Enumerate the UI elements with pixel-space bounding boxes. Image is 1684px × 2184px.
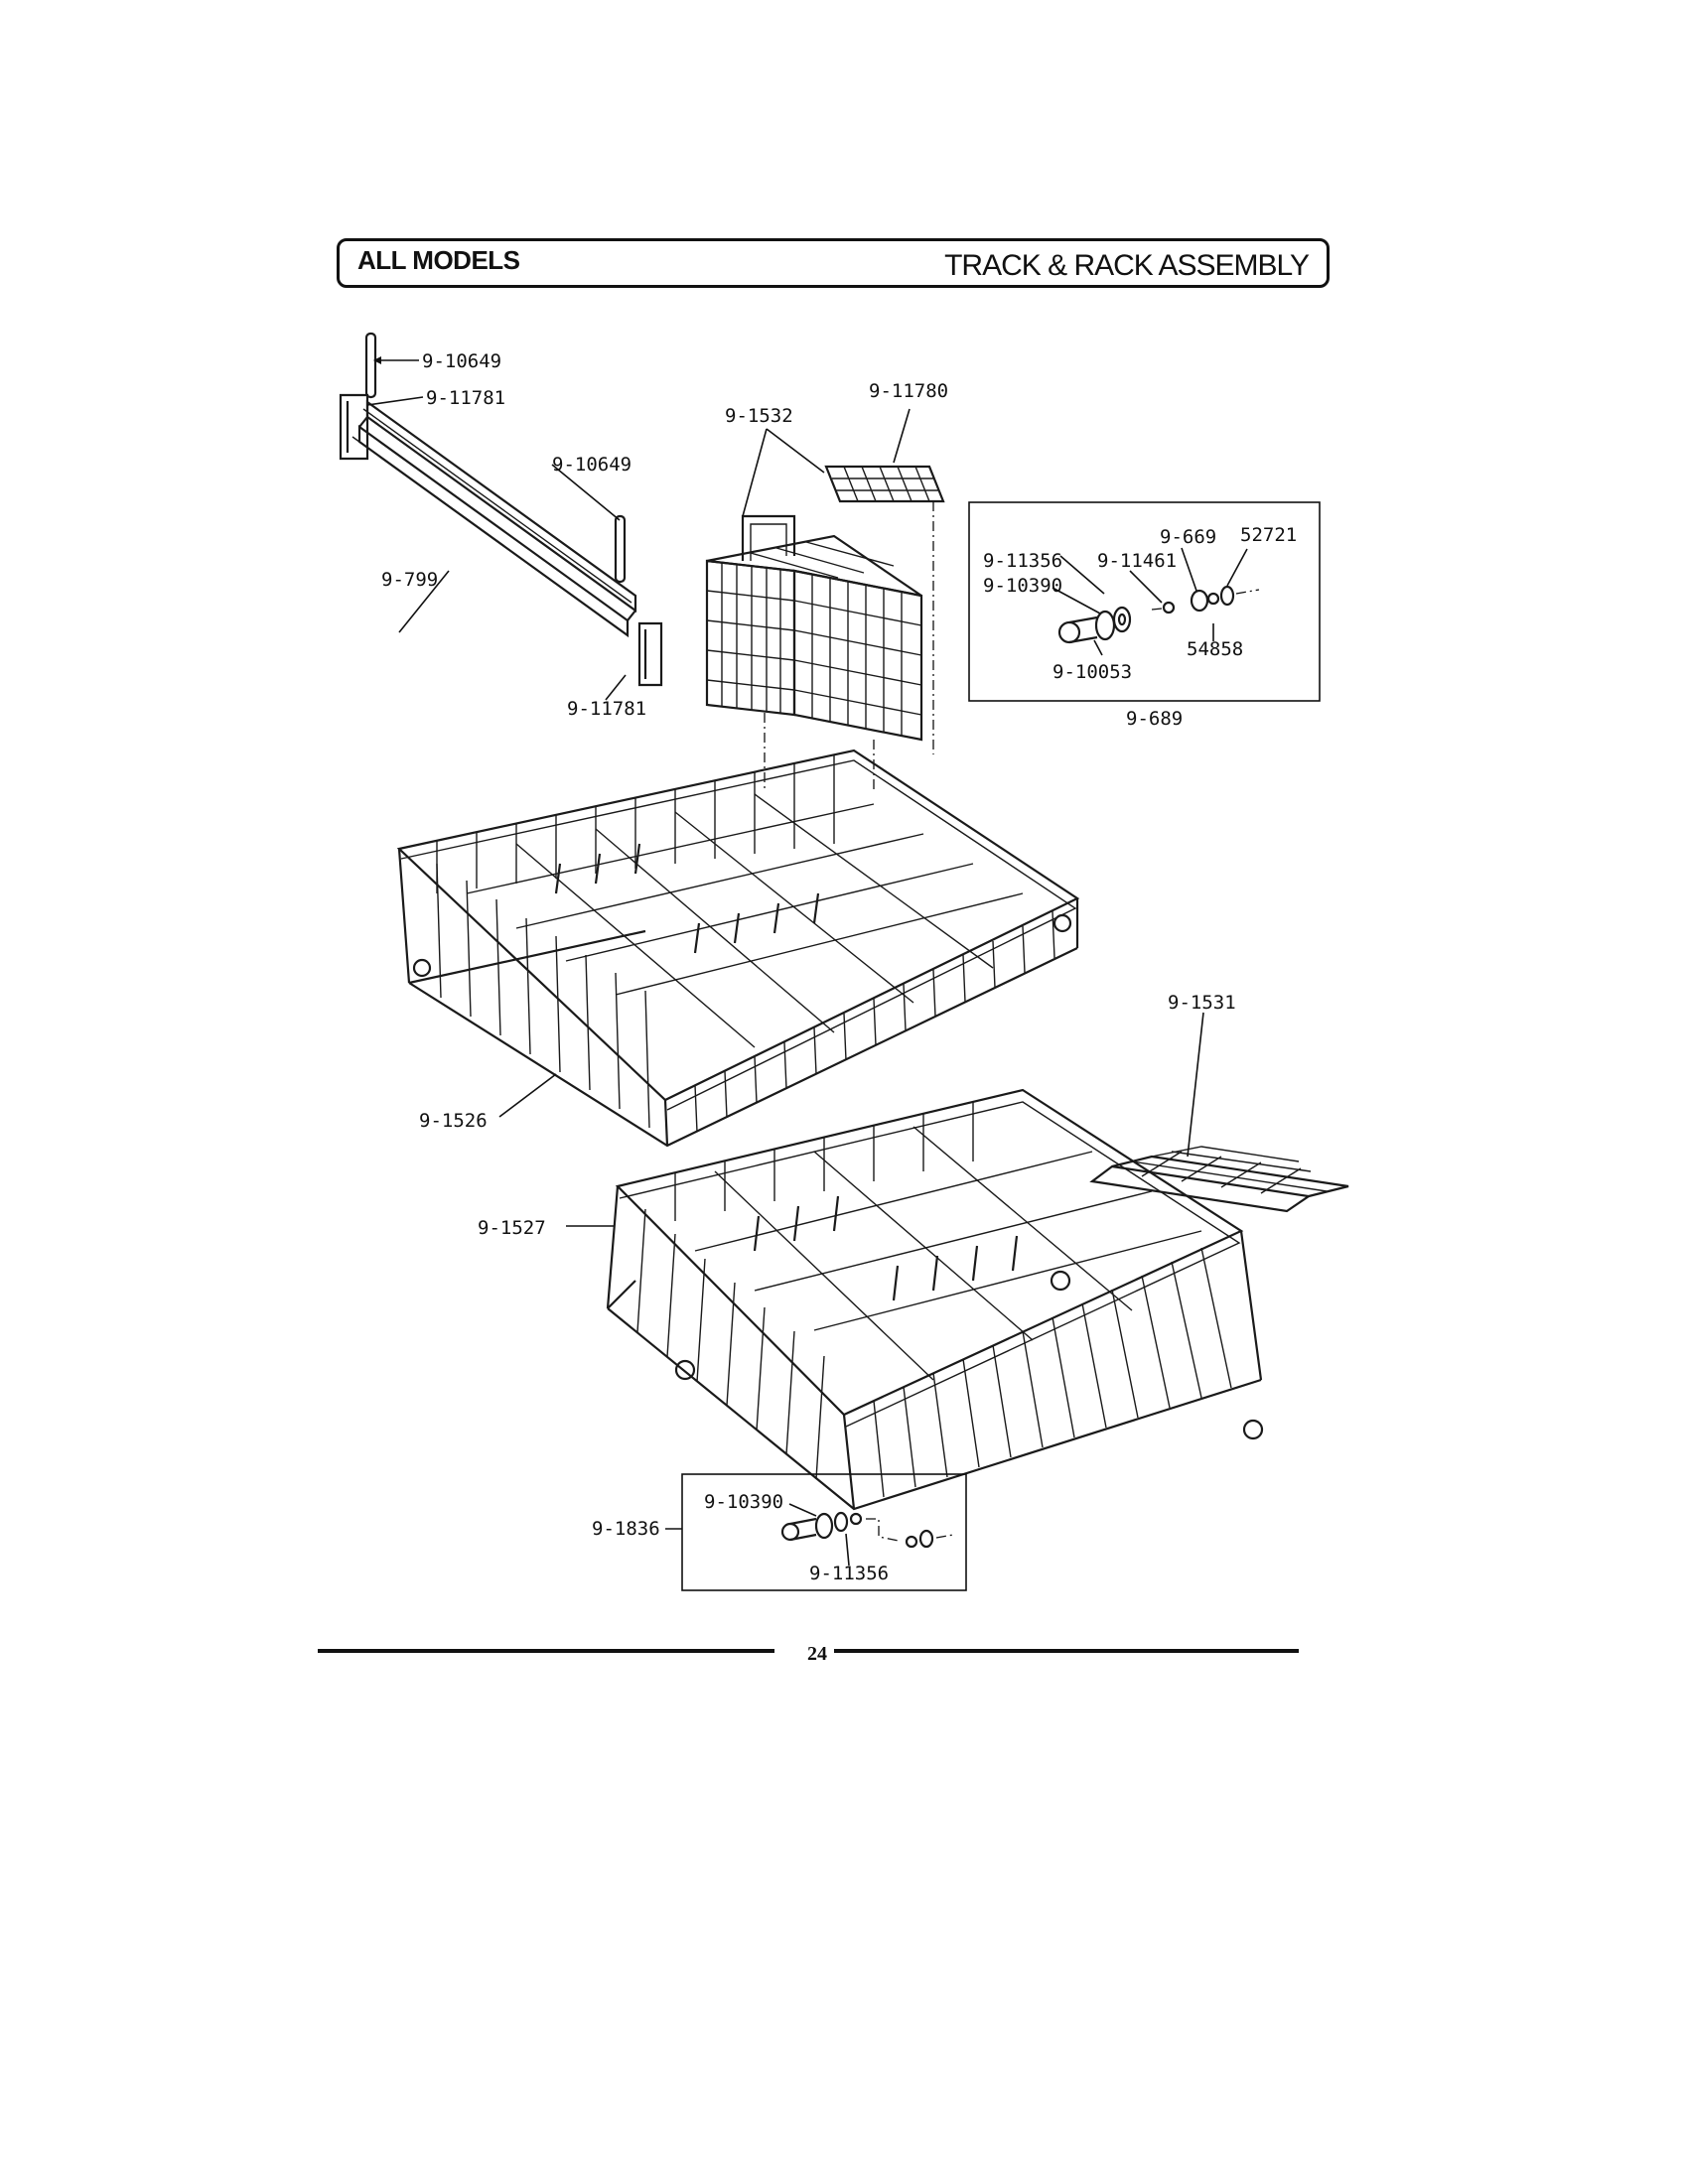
label-shelf: 9-1531	[1168, 992, 1236, 1014]
upper-rack	[396, 749, 1080, 1148]
roller-assembly-parts	[1057, 585, 1260, 644]
label-track-end-cap-top: 9-11781	[426, 387, 505, 409]
basket-cover	[824, 465, 945, 503]
track-assembly	[339, 332, 663, 687]
label-basket-cover: 9-11780	[869, 380, 948, 402]
page-number: 24	[807, 1643, 827, 1665]
label-roller-54858: 54858	[1187, 638, 1243, 660]
header-right-title: TRACK & RACK ASSEMBLY	[944, 249, 1310, 282]
track-rail	[351, 399, 637, 638]
label-upper-rack: 9-1526	[419, 1110, 488, 1132]
label-roller-11461: 9-11461	[1097, 550, 1177, 572]
label-roller-52721: 52721	[1240, 524, 1297, 546]
label-roller-10390: 9-10390	[983, 575, 1062, 597]
label-track-end-cap-bottom: 9-11781	[567, 698, 646, 720]
label-roller-assembly: 9-689	[1126, 708, 1183, 730]
label-lower-roller-10390: 9-10390	[704, 1491, 783, 1513]
label-roller-669: 9-669	[1160, 526, 1216, 548]
roller-assembly-box	[968, 501, 1321, 702]
silverware-basket	[705, 465, 945, 742]
header-left-title: ALL MODELS	[357, 245, 520, 275]
roller-wheel	[1094, 610, 1116, 641]
leader-lines	[366, 356, 1248, 1567]
label-lower-rack: 9-1527	[478, 1217, 546, 1239]
label-lower-roller-assembly: 9-1836	[592, 1518, 660, 1540]
label-stop-pin-mid: 9-10649	[552, 454, 632, 476]
label-roller-10053: 9-10053	[1052, 661, 1132, 683]
lower-roller-assembly-box	[681, 1473, 967, 1591]
stop-pin-top	[364, 332, 377, 399]
lower-rack	[606, 1088, 1264, 1511]
lower-roller-parts	[780, 1511, 954, 1549]
track-end-cap-bottom	[637, 621, 663, 687]
track-end-cap-top	[339, 393, 369, 461]
label-lower-roller-11356: 9-11356	[809, 1563, 889, 1584]
label-track: 9-799	[381, 569, 438, 591]
cup-shelf	[1089, 1146, 1349, 1213]
label-roller-11356: 9-11356	[983, 550, 1062, 572]
label-basket: 9-1532	[725, 405, 793, 427]
header-bar: ALL MODELS TRACK & RACK ASSEMBLY	[337, 238, 1330, 288]
label-stop-pin-top: 9-10649	[422, 350, 501, 372]
stop-pin-mid	[614, 514, 627, 584]
